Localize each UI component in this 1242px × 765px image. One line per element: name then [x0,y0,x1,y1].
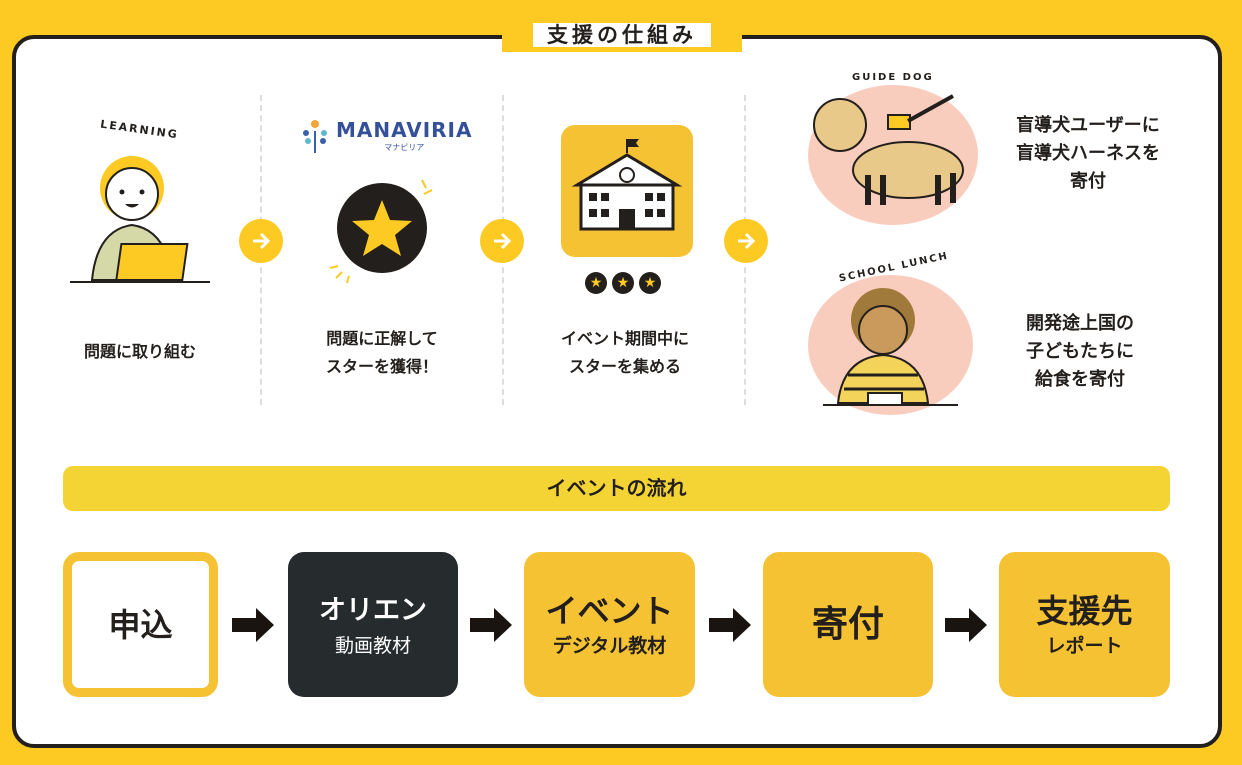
arrow-right-icon [480,219,524,263]
logo-subtext: マナビリア [384,143,425,152]
manaviria-logo: MANAVIRIA マナビリア [300,118,472,153]
guide-dog-illustration [808,85,978,225]
flow-step-donation: 寄付 [763,552,933,697]
star-icon: ★ [585,272,607,294]
flow-step-orientation: オリエン動画教材 [288,552,458,697]
arrow-right-icon [232,608,274,642]
school-lunch-illustration [808,275,973,415]
flow-step-apply: 申込 [63,552,218,697]
arrow-right-icon [470,608,512,642]
section-title: 支援の仕組み [502,18,742,52]
guide-dog-text: 盲導犬ユーザーに盲導犬ハーネスを寄付 [1016,115,1160,192]
tree-icon [303,119,327,153]
arrow-right-icon [709,608,751,642]
student-illustration [70,156,210,283]
school-lunch-text: 開発途上国の子どもたちに給食を寄付 [1026,313,1134,390]
step-1-caption: 問題に取り組む [83,342,196,361]
star-icon: ★ [612,272,634,294]
star-icon: ★ [639,272,661,294]
star-badge-icon [329,179,433,284]
flow-step-report: 支援先レポート [999,552,1170,697]
arrow-right-icon [724,219,768,263]
star-row: ★ ★ ★ [585,272,661,294]
step-3-caption: イベント期間中にスターを集める [560,329,689,376]
logo-text: MANAVIRIA [336,118,473,142]
event-flow-banner: イベントの流れ [63,466,1170,511]
step-2-caption: 問題に正解してスターを獲得！ [325,329,438,376]
flow-step-event: イベントデジタル教材 [524,552,695,697]
arrow-right-icon [239,219,283,263]
guide-dog-badge: GUIDE DOG [852,72,934,83]
arrow-right-icon [945,608,987,642]
school-icon [561,125,693,257]
